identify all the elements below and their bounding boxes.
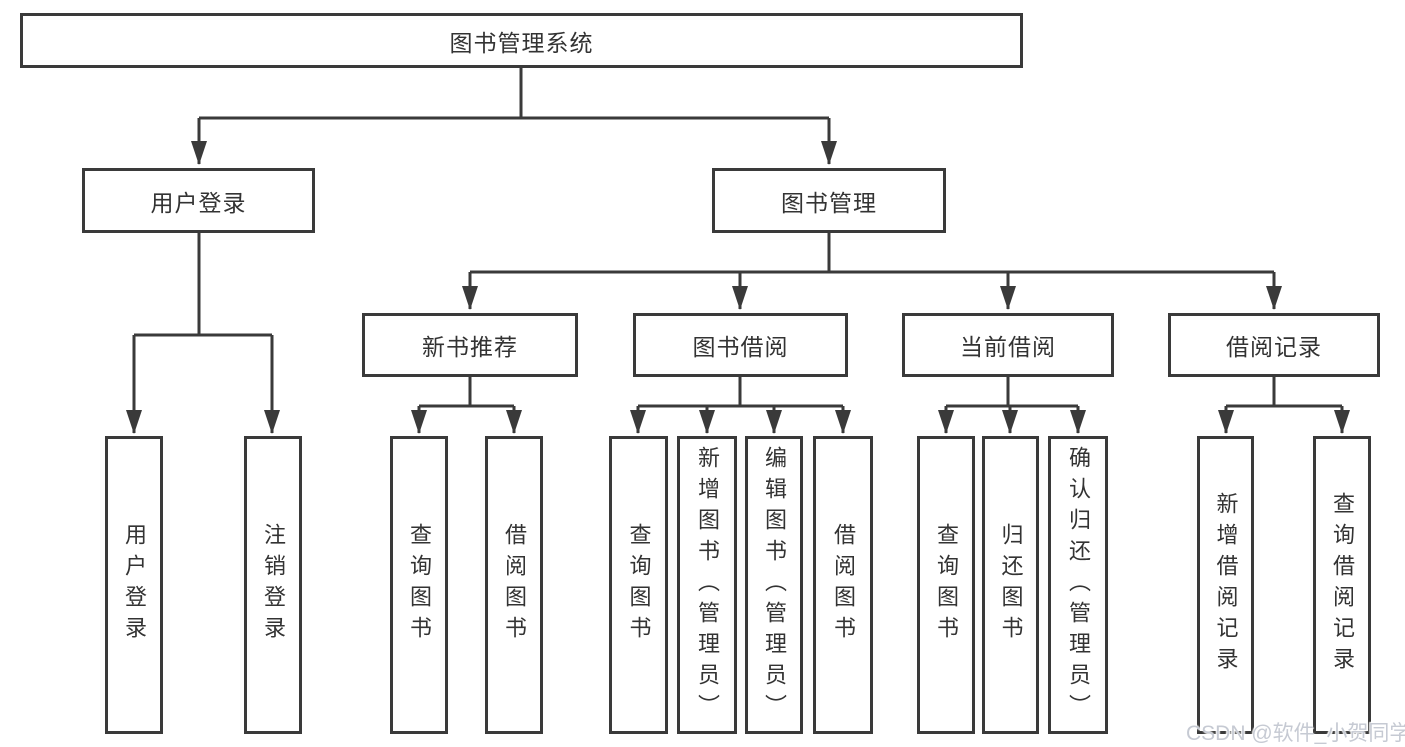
- node-library-management-system: 图书管理系统: [20, 13, 1023, 68]
- node-logout-action: 注销登录: [244, 436, 302, 734]
- watermark: CSDN @软件_小贺同学: [1186, 722, 1405, 745]
- node-borrow-add-books-admin: 新增图书（管理员）: [677, 436, 737, 734]
- node-book-borrow: 图书借阅: [633, 313, 848, 377]
- node-current-return-books: 归还图书: [982, 436, 1039, 734]
- node-borrow-records: 借阅记录: [1168, 313, 1380, 377]
- node-current-confirm-return-admin: 确认归还（管理员）: [1048, 436, 1108, 734]
- node-current-query-books: 查询图书: [917, 436, 975, 734]
- node-current-borrow: 当前借阅: [902, 313, 1114, 377]
- node-user-login: 用户登录: [82, 168, 315, 233]
- node-borrow-query-books: 查询图书: [609, 436, 668, 734]
- node-recommend-borrow-books: 借阅图书: [485, 436, 543, 734]
- node-user-login-action: 用户登录: [105, 436, 163, 734]
- node-borrow-borrow-books: 借阅图书: [813, 436, 873, 734]
- node-new-book-recommend: 新书推荐: [362, 313, 578, 377]
- node-records-query-record: 查询借阅记录: [1313, 436, 1371, 734]
- node-recommend-query-books: 查询图书: [390, 436, 448, 734]
- node-borrow-edit-books-admin: 编辑图书（管理员）: [745, 436, 803, 734]
- node-records-add-record: 新增借阅记录: [1197, 436, 1254, 734]
- node-book-management: 图书管理: [712, 168, 946, 233]
